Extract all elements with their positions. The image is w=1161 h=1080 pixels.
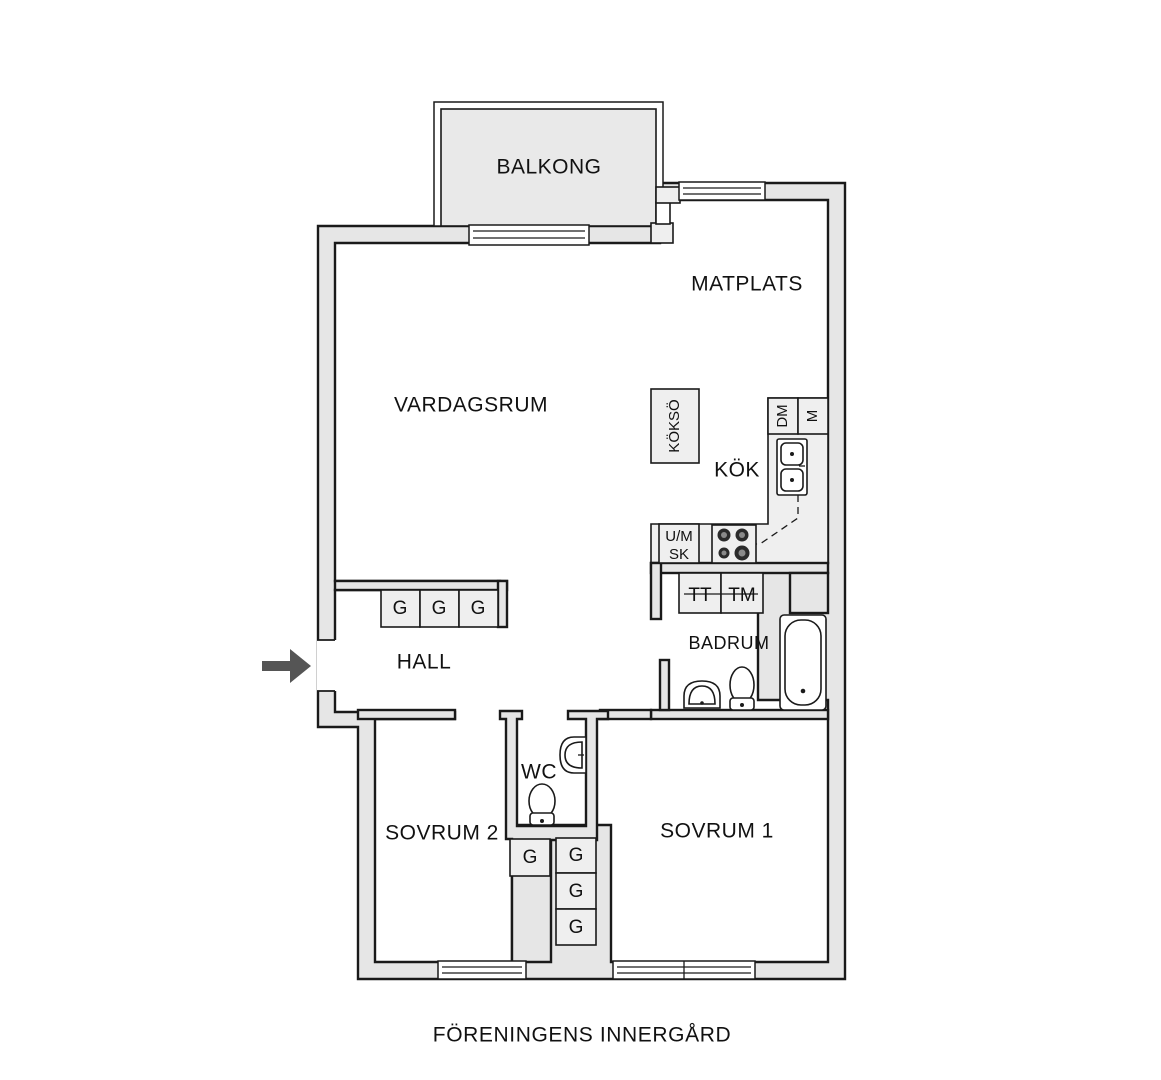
kitchen-island-label: KÖKSÖ [665,399,683,452]
column-inner [655,201,671,225]
room-label-bedroom-1: SOVRUM 1 [660,820,774,843]
bath-wall-top [788,571,830,615]
room-label-dining: MATPLATS [691,273,803,296]
hall-closet-side [496,579,509,629]
washer [720,572,764,614]
hall-closet-wall [333,579,509,592]
courtyard-caption: FÖRENINGENS INNERGÅRD [433,1024,731,1047]
oven-top-label: U/M [665,528,693,545]
balcony [440,108,657,227]
kitchen-bath-wall [649,561,830,575]
wc-washbasin-icon [559,736,587,774]
room-label-kitchen: KÖK [714,459,760,482]
microwave [797,397,829,435]
room-label-bedroom-2: SOVRUM 2 [385,822,499,845]
washer-label: TM [728,585,755,606]
bath-wall-side [658,658,671,712]
hall-bedroom-wall-left [356,708,457,721]
bedroom-1-wardrobes: G G G [555,837,597,946]
window-balcony-door [468,224,590,246]
microwave-label: M [804,410,821,423]
column [650,222,674,244]
wardrobe-label: G [393,598,408,619]
bedroom-2-wardrobe: G [509,838,551,877]
bath-wall-bottom [649,708,830,721]
room-label-living: VARDAGSRUM [394,394,548,417]
bath-wall-left [649,561,663,621]
window-dining [678,181,766,201]
wc-wall [498,709,610,964]
hall-wardrobes: G G G [380,589,499,628]
bathtub-icon [779,614,827,711]
stove-icon [711,524,757,564]
wardrobe-label: G [569,917,584,938]
entrance-opening [317,640,337,691]
room-label-bathroom: BADRUM [688,633,769,653]
oven [658,523,700,564]
wardrobe-label: G [569,845,584,866]
oven-bottom-label: SK [669,546,689,563]
window-bedroom-2 [437,960,527,980]
dishwasher-label: DM [774,404,791,427]
entrance-arrow-icon [262,649,311,683]
wardrobe-label: G [471,598,486,619]
column-top [655,186,681,204]
dryer-label: TT [688,585,712,606]
wc-toilet-icon [528,783,556,826]
room-label-balcony: BALKONG [496,156,601,179]
wardrobe-label: G [523,847,538,868]
kitchen-island [650,388,700,464]
washbasin-icon [683,680,721,709]
room-label-wc: WC [521,761,557,784]
room-label-hall: HALL [397,651,452,674]
wardrobe-label: G [432,598,447,619]
wardrobe-label: G [569,881,584,902]
toilet-icon [729,666,755,711]
window-bedroom-1 [612,960,756,980]
dryer [678,572,722,614]
kitchen-sink-icon [776,438,808,496]
